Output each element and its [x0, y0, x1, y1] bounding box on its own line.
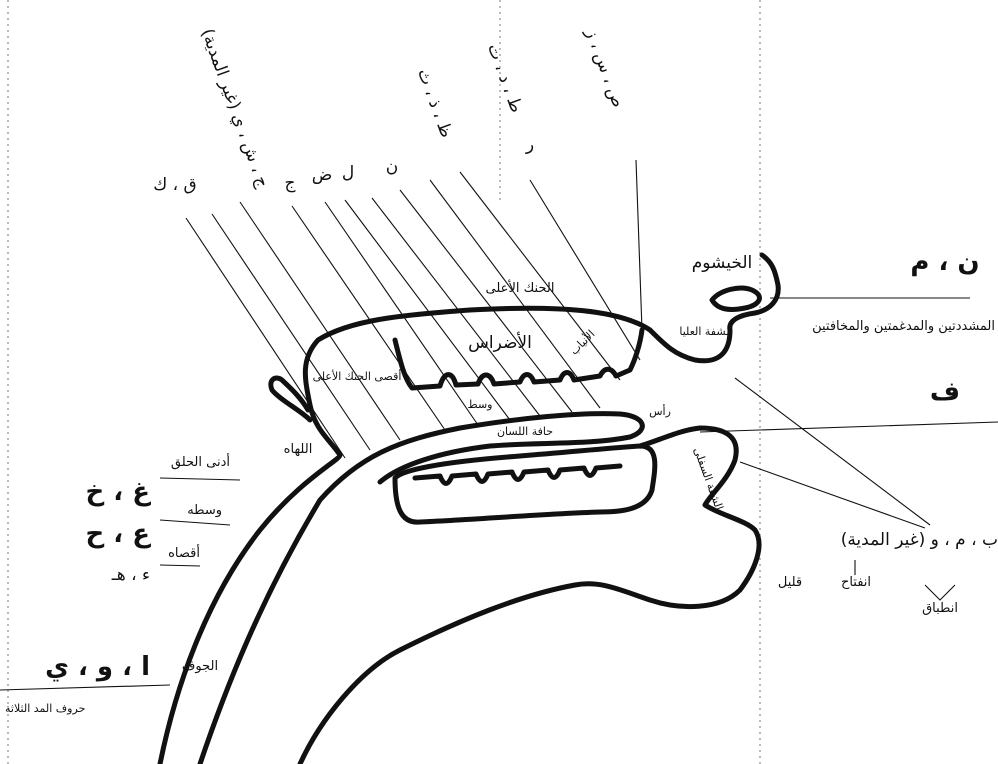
label-qaf-kaf: ق ، ك	[153, 175, 197, 195]
intibaq-arrow	[925, 585, 955, 600]
label-throat-far: أقصاه	[168, 544, 200, 561]
label-jawf-letters: ا ، و ، ي	[45, 652, 150, 682]
label-dad: ض	[312, 165, 333, 185]
label-ra: ر	[525, 135, 534, 155]
label-nasal-cavity: الخيشوم	[692, 253, 752, 273]
label-lip-letters: ب ، م ، و (غير المدية)	[841, 530, 998, 550]
lower-teeth	[415, 466, 620, 484]
label-top-jeem: ج ، ش ، ي (غير المدية)	[197, 26, 273, 190]
label-qalil: قليل	[778, 575, 802, 590]
label-fa: ف	[930, 377, 960, 407]
label-jeem-short: ج	[285, 173, 296, 193]
label-nasal-note: المشددتين والمدغمتين والمخافتين	[812, 319, 995, 334]
label-throat-near: أدنى الحلق	[171, 453, 230, 470]
label-top-za: ظ ، ذ ، ث	[413, 66, 456, 140]
label-upper-lip: الشفة العليا	[679, 325, 732, 338]
label-tongue-middle: وسط	[468, 398, 493, 411]
label-top-sad: ص ، س ، ز	[581, 25, 628, 110]
label-nasal-letters: ن ، م	[910, 247, 979, 277]
label-intibaq: انطباق	[922, 601, 958, 616]
label-throat-mid-letters: ع ، ح	[86, 519, 152, 549]
label-throat-far-letters: ء ، هـ	[111, 565, 150, 585]
label-lam: ل	[342, 163, 354, 183]
label-tongue-edge: حافة اللسان	[497, 425, 553, 438]
lower-lip-outline	[300, 428, 759, 764]
label-uvula: اللهاه	[284, 442, 313, 457]
label-throat-near-letters: غ ، خ	[86, 477, 152, 507]
label-infitah: انفتاح	[841, 575, 871, 590]
label-top-ta: ط ، د ، ت	[483, 41, 526, 115]
label-madd-letters: حروف المد الثلاثة	[5, 702, 85, 715]
label-hard-palate: الحنك الأعلى	[486, 279, 555, 296]
label-nun: ن	[386, 157, 398, 177]
label-tongue-tip: رأس	[649, 404, 671, 418]
nasal-shape	[712, 288, 759, 309]
label-far-palate: أقصى الحنك الأعلى	[313, 369, 402, 383]
label-teeth: الأضراس	[468, 332, 532, 353]
label-throat-mid: وسطه	[187, 503, 222, 518]
label-jawf: الجوف	[182, 659, 218, 674]
